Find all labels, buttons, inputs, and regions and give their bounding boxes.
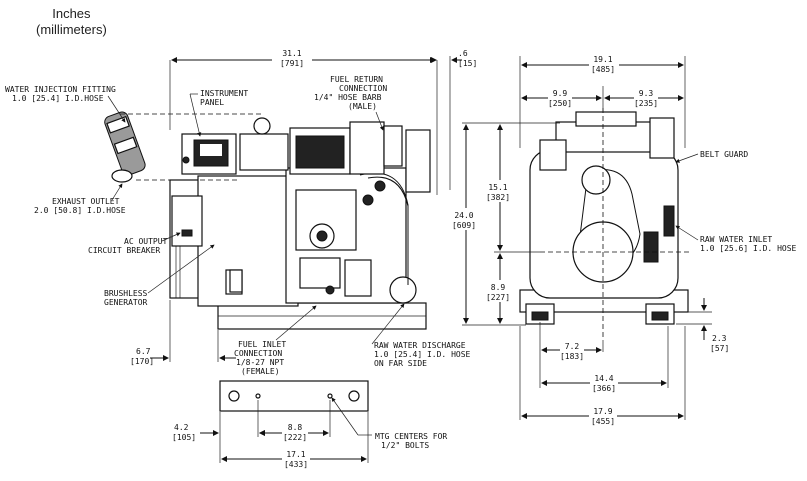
label-fuel-return-2: CONNECTION bbox=[339, 84, 387, 93]
label-instrument-panel-1: INSTRUMENT bbox=[200, 89, 248, 98]
dim-4-2-mm: [105] bbox=[172, 433, 196, 442]
label-raw-water-inlet-2: 1.0 [25.6] I.D. HOSE bbox=[700, 244, 797, 253]
label-fuel-inlet-2: CONNECTION bbox=[234, 349, 282, 358]
label-ac-output-2: CIRCUIT BREAKER bbox=[88, 246, 160, 255]
mounting-hole bbox=[327, 393, 333, 399]
label-brushless-2: GENERATOR bbox=[104, 298, 148, 307]
end-view-dimensions: 19.1 [485] 9.9 [250] 9.3 [235] 24.0 [609… bbox=[450, 54, 729, 427]
dim-2-3-in: 2.3 bbox=[712, 334, 727, 343]
dim-2-3-mm: [57] bbox=[710, 344, 729, 353]
dim-15-1-in: 15.1 bbox=[488, 183, 507, 192]
side-view-labels: WATER INJECTION FITTING 1.0 [25.4] I.D.H… bbox=[5, 75, 471, 376]
units-inches: Inches bbox=[52, 6, 91, 21]
label-water-injection-2: 1.0 [25.4] I.D.HOSE bbox=[12, 94, 104, 103]
label-fuel-return-3: 1/4" HOSE BARB bbox=[314, 93, 382, 102]
mounting-hole bbox=[228, 390, 240, 402]
dim-17-9-mm: [455] bbox=[591, 417, 615, 426]
dim-24-0-in: 24.0 bbox=[454, 211, 473, 220]
label-water-injection-1: WATER INJECTION FITTING bbox=[5, 85, 116, 94]
label-ac-output-1: AC OUTPUT bbox=[124, 237, 168, 246]
label-instrument-panel-2: PANEL bbox=[200, 98, 224, 107]
dim-17-9-in: 17.9 bbox=[593, 407, 612, 416]
mounting-plate bbox=[219, 380, 369, 412]
label-fuel-inlet-4: (FEMALE) bbox=[241, 367, 280, 376]
dim-31-1-in: 31.1 bbox=[282, 49, 301, 58]
end-view bbox=[519, 108, 690, 340]
dim-17-1-in: 17.1 bbox=[286, 450, 305, 459]
dim-31-1-mm: [791] bbox=[280, 59, 304, 68]
mounting-hole bbox=[255, 393, 261, 399]
label-fuel-return-4: (MALE) bbox=[348, 102, 377, 111]
dim-0-6-mm: [15] bbox=[458, 59, 477, 68]
label-raw-water-inlet-1: RAW WATER INLET bbox=[700, 235, 772, 244]
label-fuel-inlet-3: 1/8-27 NPT bbox=[236, 358, 284, 367]
dim-8-8-mm: [222] bbox=[283, 433, 307, 442]
dim-8-9-in: 8.9 bbox=[491, 283, 506, 292]
mounting-hole bbox=[348, 390, 360, 402]
label-brushless-1: BRUSHLESS bbox=[104, 289, 148, 298]
units-millimeters: (millimeters) bbox=[36, 22, 107, 37]
label-fuel-inlet-1: FUEL INLET bbox=[238, 340, 286, 349]
dim-8-8-in: 8.8 bbox=[288, 423, 303, 432]
dim-19-1-in: 19.1 bbox=[593, 55, 612, 64]
label-raw-water-discharge-3: ON FAR SIDE bbox=[374, 359, 427, 368]
label-exhaust-outlet-1: EXHAUST OUTLET bbox=[52, 197, 120, 206]
dim-0-6-in: .6 bbox=[458, 49, 468, 58]
mounting-plate-view: 4.2 [105] 8.8 [222] 17.1 [433] MTG CENTE… bbox=[172, 380, 447, 471]
label-raw-water-discharge-1: RAW WATER DISCHARGE bbox=[374, 341, 466, 350]
units-note: Inches (millimeters) bbox=[36, 6, 107, 38]
dim-24-0-mm: [609] bbox=[452, 221, 476, 230]
dim-7-2-mm: [183] bbox=[560, 352, 584, 361]
label-fuel-return-1: FUEL RETURN bbox=[330, 75, 383, 84]
dim-6-7-mm: [170] bbox=[130, 357, 154, 366]
dim-9-3-in: 9.3 bbox=[639, 89, 654, 98]
label-raw-water-discharge-2: 1.0 [25.4] I.D. HOSE bbox=[374, 350, 471, 359]
label-mtg-centers-2: 1/2" BOLTS bbox=[381, 441, 429, 450]
dim-4-2-in: 4.2 bbox=[174, 423, 189, 432]
dim-9-9-in: 9.9 bbox=[553, 89, 568, 98]
dim-19-1-mm: [485] bbox=[591, 65, 615, 74]
label-belt-guard: BELT GUARD bbox=[700, 150, 748, 159]
dim-14-4-mm: [366] bbox=[592, 384, 616, 393]
exhaust-elbow bbox=[104, 111, 146, 176]
label-mtg-centers-1: MTG CENTERS FOR bbox=[375, 432, 447, 441]
dim-9-9-mm: [250] bbox=[548, 99, 572, 108]
dim-17-1-mm: [433] bbox=[284, 460, 308, 469]
circuit-breaker-box bbox=[171, 195, 203, 247]
label-exhaust-outlet-2: 2.0 [50.8] I.D.HOSE bbox=[34, 206, 126, 215]
dim-15-1-mm: [382] bbox=[486, 193, 510, 202]
dim-6-7-in: 6.7 bbox=[136, 347, 151, 356]
side-view-dimensions: 31.1 [791] .6 [15] 6.7 [170] bbox=[130, 48, 477, 366]
end-view-labels: BELT GUARD RAW WATER INLET 1.0 [25.6] I.… bbox=[675, 150, 797, 253]
dim-9-3-mm: [235] bbox=[634, 99, 658, 108]
dim-7-2-in: 7.2 bbox=[565, 342, 580, 351]
dim-8-9-mm: [227] bbox=[486, 293, 510, 302]
dim-14-4-in: 14.4 bbox=[594, 374, 613, 383]
side-view bbox=[104, 111, 431, 330]
generator-body bbox=[197, 175, 299, 307]
